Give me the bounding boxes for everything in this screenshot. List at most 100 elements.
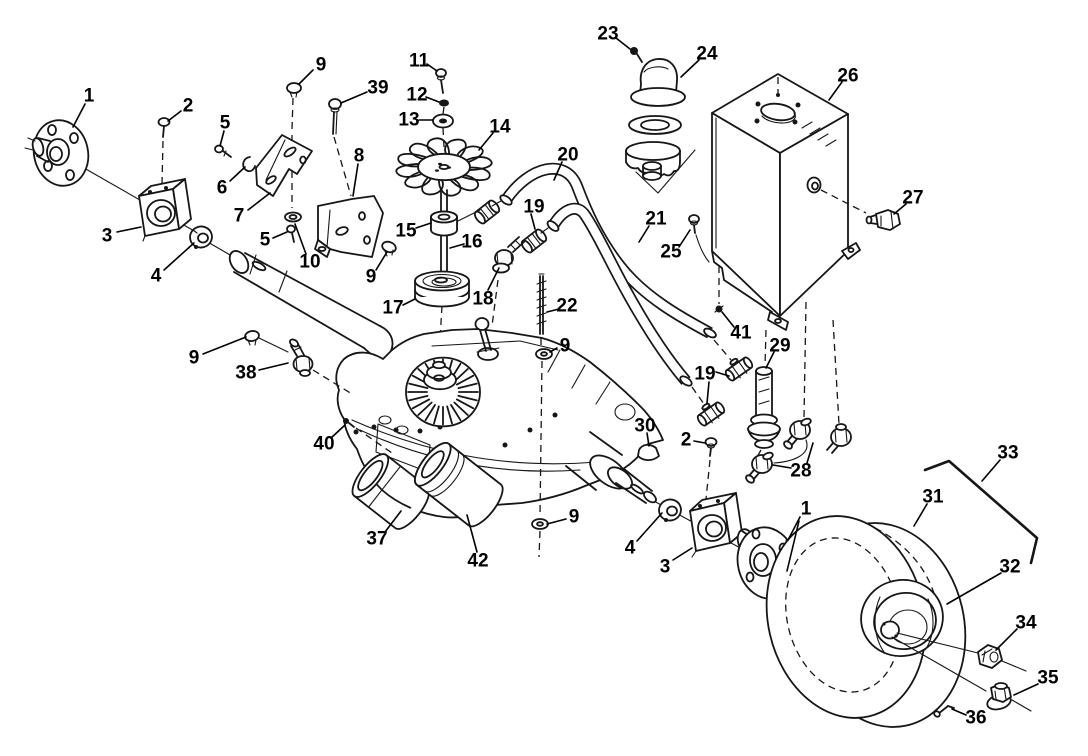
leader-line — [772, 464, 792, 469]
leader-line — [116, 226, 142, 233]
group-bracket-33 — [923, 459, 1039, 565]
key-30 — [637, 443, 660, 462]
callout-label-9: 9 — [189, 348, 200, 369]
bolt-39 — [328, 98, 342, 135]
callout-label-4: 4 — [151, 266, 162, 287]
grease-fitting-18 — [491, 236, 525, 327]
callout-label-36: 36 — [965, 708, 986, 729]
leader-line — [415, 222, 432, 229]
callout-label-9: 9 — [569, 507, 580, 528]
hydraulic-hose-21 — [546, 202, 693, 387]
leader-line — [219, 130, 225, 147]
tube-link-line — [457, 209, 481, 222]
callout-label-16: 16 — [461, 232, 482, 253]
push-nut-9d — [244, 330, 289, 353]
vent-tube-29 — [747, 366, 781, 458]
callout-label-26: 26 — [837, 66, 858, 87]
callout-label-17: 17 — [382, 298, 403, 319]
fitting-link-line — [773, 439, 808, 464]
leader-line — [787, 516, 801, 541]
callout-label-33: 33 — [997, 443, 1018, 464]
leader-line — [258, 362, 289, 371]
bearing-block-left — [138, 178, 192, 242]
leader-line — [721, 311, 735, 328]
callout-label-40: 40 — [313, 434, 334, 455]
bearing-block-right — [689, 492, 743, 558]
callout-label-42: 42 — [467, 551, 488, 572]
leader-line — [546, 308, 560, 313]
leader-line — [294, 223, 307, 255]
lock-collar-left — [189, 225, 213, 249]
tank-cap-assembly-24 — [625, 58, 696, 194]
tube-link-line2 — [491, 200, 502, 207]
callout-label-19: 19 — [694, 364, 715, 385]
elbow-fitting-38 — [289, 338, 353, 395]
leader-line — [678, 229, 691, 248]
elbow-fitting-28a — [783, 417, 812, 450]
callout-label-28: 28 — [790, 461, 811, 482]
tank-projection-dash2 — [803, 301, 807, 419]
mounting-bracket-7 — [255, 134, 313, 197]
cap-nut-35 — [986, 682, 1012, 711]
callout-label-18: 18 — [472, 289, 493, 310]
hose-projection-dash2 — [691, 386, 705, 405]
callout-label-2: 2 — [183, 96, 194, 117]
leader-line — [247, 192, 271, 211]
leader-line — [806, 442, 814, 464]
leader-line — [163, 242, 195, 271]
leader-line — [638, 225, 650, 243]
leader-line — [402, 298, 416, 306]
screw-5a — [214, 144, 232, 158]
callout-label-6: 6 — [217, 178, 228, 199]
washer-9c — [535, 348, 553, 517]
clamp-41 — [714, 305, 724, 313]
callout-label-1: 1 — [801, 499, 812, 520]
leader-line — [425, 96, 440, 103]
leader-line — [375, 251, 388, 271]
carriage-bolt-2-right — [704, 437, 718, 457]
drain-plug-27 — [865, 209, 901, 231]
leader-line — [167, 110, 182, 122]
leader-line — [1013, 683, 1039, 696]
axle-stud-lines — [891, 632, 1032, 712]
callout-label-9: 9 — [560, 336, 571, 357]
cooling-fins — [406, 358, 480, 427]
leader-line — [549, 347, 558, 353]
nut-12 — [439, 99, 449, 107]
callout-label-37: 37 — [366, 529, 387, 550]
rim-32 — [860, 579, 944, 657]
elbow-fitting-28c — [826, 423, 852, 454]
callout-label-25: 25 — [660, 242, 682, 263]
leader-line — [72, 103, 86, 128]
callout-label-7: 7 — [234, 206, 245, 227]
leader-line — [715, 371, 730, 377]
leader-line — [981, 459, 1001, 482]
callout-label-38: 38 — [235, 363, 256, 384]
callout-label-30: 30 — [634, 416, 655, 437]
callout-label-27: 27 — [902, 188, 923, 209]
leader-line — [487, 267, 500, 291]
callout-label-29: 29 — [769, 336, 790, 357]
leader-line — [646, 432, 650, 447]
valve-stem-36 — [933, 705, 955, 718]
tank-projection-dash3 — [832, 319, 840, 425]
elbow-fitting-28b — [745, 451, 774, 484]
leader-line — [384, 510, 402, 533]
hose-projection-dash1 — [713, 339, 732, 361]
callout-label-14: 14 — [489, 117, 511, 138]
leader-line — [352, 163, 359, 197]
callout-label-1: 1 — [84, 86, 95, 107]
leader-line — [706, 381, 710, 404]
leader-line — [449, 243, 465, 249]
leader-line — [672, 547, 693, 561]
reservoir-tank-26 — [711, 73, 867, 331]
leader-line — [893, 203, 907, 215]
callout-label-8: 8 — [354, 146, 365, 167]
callout-label-2: 2 — [681, 430, 692, 451]
callout-label-10: 10 — [299, 252, 320, 273]
callout-label-34: 34 — [1015, 613, 1037, 634]
callout-label-23: 23 — [597, 24, 618, 45]
callout-label-3: 3 — [660, 557, 671, 578]
